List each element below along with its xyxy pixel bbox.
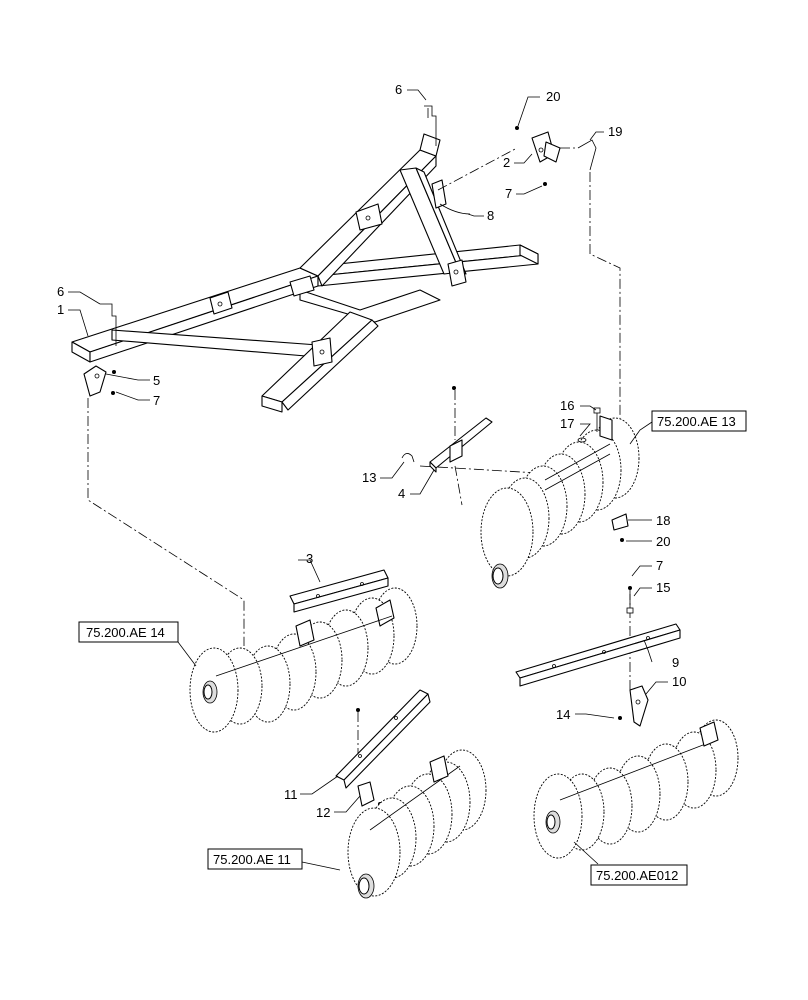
ref-label-ae13: 75.200.AE 13 bbox=[657, 414, 736, 429]
bolt-16 bbox=[593, 407, 601, 432]
callout-7-left: 7 bbox=[153, 393, 160, 408]
pin-19 bbox=[577, 139, 597, 171]
ref-label-ae012: 75.200.AE012 bbox=[596, 868, 678, 883]
pin-6-left bbox=[100, 303, 117, 346]
bracket-8 bbox=[431, 179, 471, 215]
callout-19: 19 bbox=[608, 124, 622, 139]
callout-20-right: 20 bbox=[656, 534, 670, 549]
callout-3: 3 bbox=[306, 551, 313, 566]
callout-7-top: 7 bbox=[505, 186, 512, 201]
disc-gang-ae012 bbox=[533, 719, 739, 859]
callout-9: 9 bbox=[672, 655, 679, 670]
main-frame bbox=[71, 133, 539, 413]
pin-6-top bbox=[424, 105, 437, 146]
clip-5 bbox=[83, 365, 107, 397]
callout-1: 1 bbox=[57, 302, 64, 317]
ref-box-ae11[interactable]: 75.200.AE 11 bbox=[207, 848, 303, 870]
ref-box-ae14[interactable]: 75.200.AE 14 bbox=[78, 621, 179, 643]
bar-4 bbox=[429, 417, 493, 473]
callout-2: 2 bbox=[503, 155, 510, 170]
callout-labels: 6 20 19 2 7 8 6 1 5 7 16 17 13 4 18 20 7… bbox=[57, 82, 686, 820]
disc-gang-ae11 bbox=[347, 749, 487, 899]
ref-label-ae11: 75.200.AE 11 bbox=[213, 852, 291, 867]
callout-8: 8 bbox=[487, 208, 494, 223]
callout-10: 10 bbox=[672, 674, 686, 689]
callout-16: 16 bbox=[560, 398, 574, 413]
ref-box-ae13[interactable]: 75.200.AE 13 bbox=[651, 410, 747, 432]
bolt-13 bbox=[401, 453, 415, 463]
callout-12: 12 bbox=[316, 805, 330, 820]
callout-11: 11 bbox=[284, 787, 298, 802]
leader-lines bbox=[68, 89, 668, 871]
toolbar-9 bbox=[515, 623, 681, 687]
bolt-15 bbox=[626, 594, 634, 614]
callout-14: 14 bbox=[556, 707, 570, 722]
bracket-2 bbox=[531, 131, 561, 163]
callout-18: 18 bbox=[656, 513, 670, 528]
callout-17: 17 bbox=[560, 416, 574, 431]
toolbar-3 bbox=[289, 569, 389, 613]
bracket-12 bbox=[357, 781, 375, 807]
callout-7-right: 7 bbox=[656, 558, 663, 573]
bracket-10 bbox=[629, 685, 649, 727]
toolbar-11 bbox=[335, 689, 431, 789]
callout-6-top: 6 bbox=[395, 82, 402, 97]
callout-15: 15 bbox=[656, 580, 670, 595]
disc-gang-ae14 bbox=[189, 587, 418, 733]
callout-20-top: 20 bbox=[546, 89, 560, 104]
washer-17 bbox=[577, 437, 587, 443]
callout-5: 5 bbox=[153, 373, 160, 388]
ref-box-ae012[interactable]: 75.200.AE012 bbox=[590, 864, 688, 886]
disc-gang-ae13 bbox=[480, 415, 640, 589]
callout-4: 4 bbox=[398, 486, 405, 501]
callout-6-left: 6 bbox=[57, 284, 64, 299]
callout-13: 13 bbox=[362, 470, 376, 485]
ref-label-ae14: 75.200.AE 14 bbox=[86, 625, 165, 640]
